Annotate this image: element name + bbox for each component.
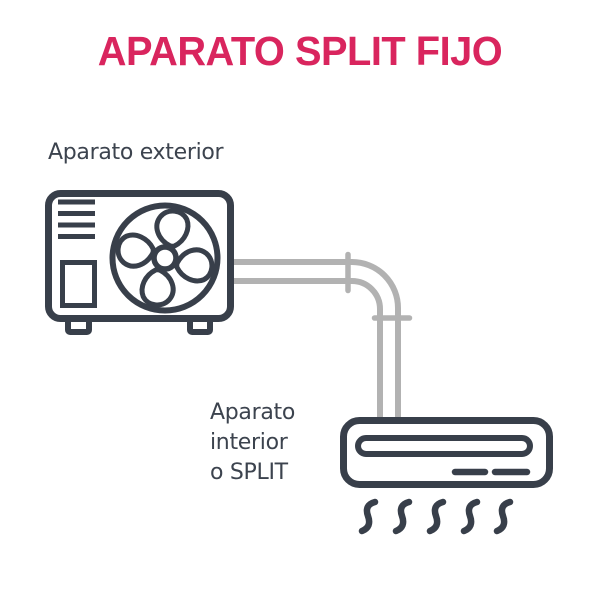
indoor-split-unit-icon <box>340 417 553 535</box>
airflow-waves-icon <box>358 498 514 535</box>
pipe-coupling-ticks <box>345 251 413 321</box>
indoor-unit-label-line1: Aparato <box>210 400 296 425</box>
indoor-unit-label: Aparato interior o SPLIT <box>210 398 295 488</box>
outdoor-condenser-unit-icon <box>45 190 234 335</box>
indoor-unit-label-line2: interior <box>210 430 288 455</box>
outdoor-unit-label: Aparato exterior <box>48 140 224 165</box>
vent-grille-icon <box>58 199 95 239</box>
page-title: APARATO SPLIT FIJO <box>97 28 503 74</box>
fan-hub <box>151 244 179 272</box>
air-outlet-slot <box>355 435 533 457</box>
indoor-unit-label-line3: o SPLIT <box>210 460 288 485</box>
pipe-lines <box>230 259 401 421</box>
access-panel-icon <box>60 260 97 308</box>
fan-icon <box>109 202 221 314</box>
